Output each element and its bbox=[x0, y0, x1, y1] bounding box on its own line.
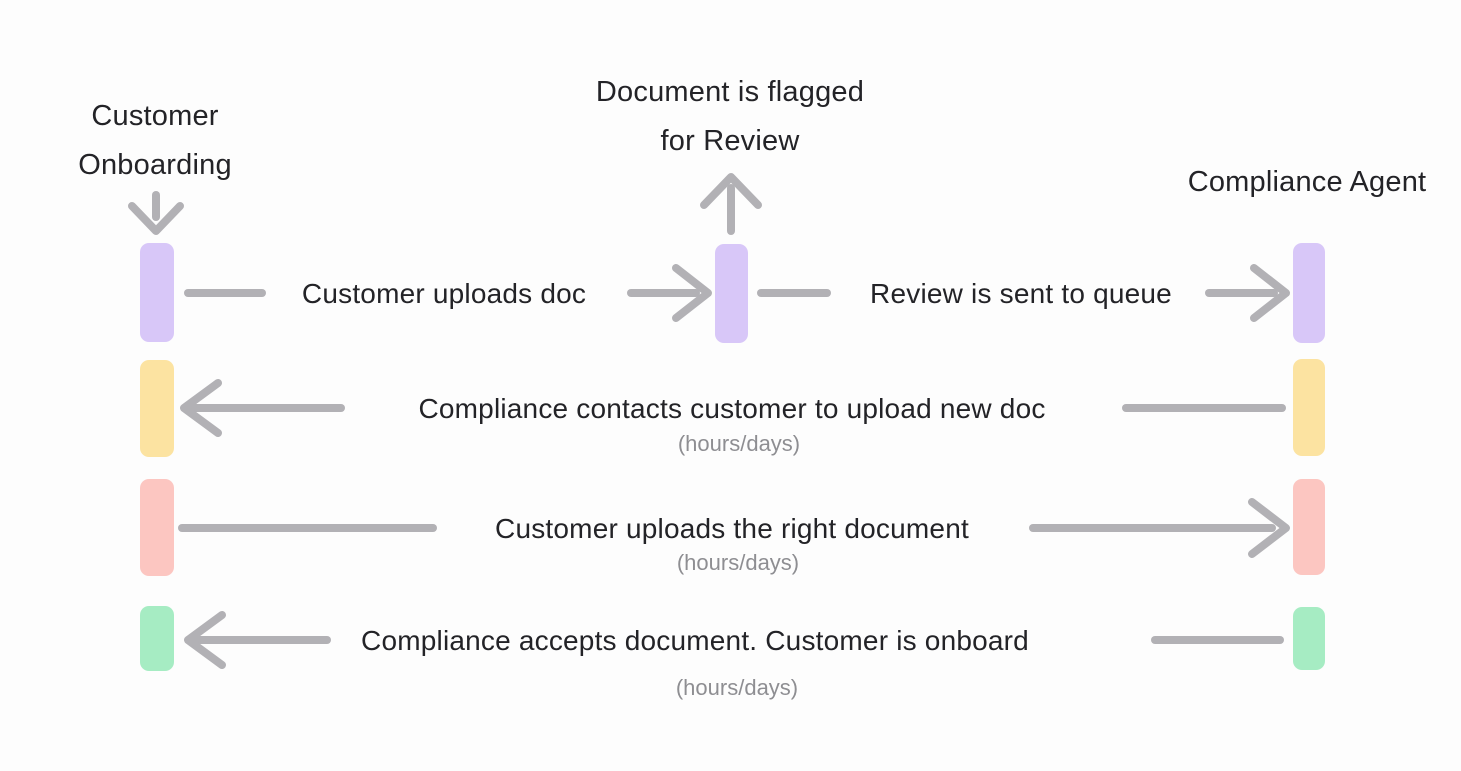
connector-line bbox=[757, 289, 831, 297]
arrow-left-icon bbox=[184, 611, 331, 669]
arrow-right-icon bbox=[1029, 498, 1290, 558]
arrow-right-icon bbox=[1205, 264, 1290, 322]
lifeline-bar-customer-step1 bbox=[140, 243, 174, 342]
connector-line bbox=[184, 289, 266, 297]
lifeline-bar-customer-step2 bbox=[140, 360, 174, 457]
lifeline-bar-flag-point bbox=[715, 244, 748, 343]
duration-label: (hours/days) bbox=[676, 550, 800, 575]
arrow-up-icon bbox=[700, 173, 762, 235]
duration-label: (hours/days) bbox=[677, 431, 801, 456]
arrow-right-icon bbox=[627, 264, 712, 322]
lifeline-bar-compliance-step3 bbox=[1293, 479, 1325, 575]
lane-title-compliance-agent: Compliance Agent bbox=[1187, 166, 1427, 198]
lifeline-bar-compliance-step4 bbox=[1293, 607, 1325, 670]
arrow-down-icon bbox=[128, 191, 184, 235]
message-label-upload-doc: Customer uploads doc bbox=[301, 278, 587, 309]
lifeline-bar-customer-step4 bbox=[140, 606, 174, 671]
lifeline-bar-customer-step3 bbox=[140, 479, 174, 576]
arrow-left-icon bbox=[180, 379, 345, 437]
connector-line bbox=[1151, 636, 1284, 644]
connector-line bbox=[1122, 404, 1286, 412]
message-label-contact-customer: Compliance contacts customer to upload n… bbox=[418, 393, 1046, 424]
message-label-accept-document: Compliance accepts document. Customer is… bbox=[361, 625, 1029, 656]
lifeline-bar-compliance-step2 bbox=[1293, 359, 1325, 456]
lifeline-bar-compliance-step1 bbox=[1293, 243, 1325, 343]
lane-title-customer-onboarding: Customer Onboarding bbox=[78, 100, 232, 181]
annotation-document-flagged: Document is flagged for Review bbox=[595, 76, 865, 157]
message-label-upload-right-doc: Customer uploads the right document bbox=[495, 513, 969, 544]
connector-line bbox=[178, 524, 437, 532]
message-label-review-queue: Review is sent to queue bbox=[870, 278, 1172, 309]
duration-label: (hours/days) bbox=[675, 675, 799, 700]
